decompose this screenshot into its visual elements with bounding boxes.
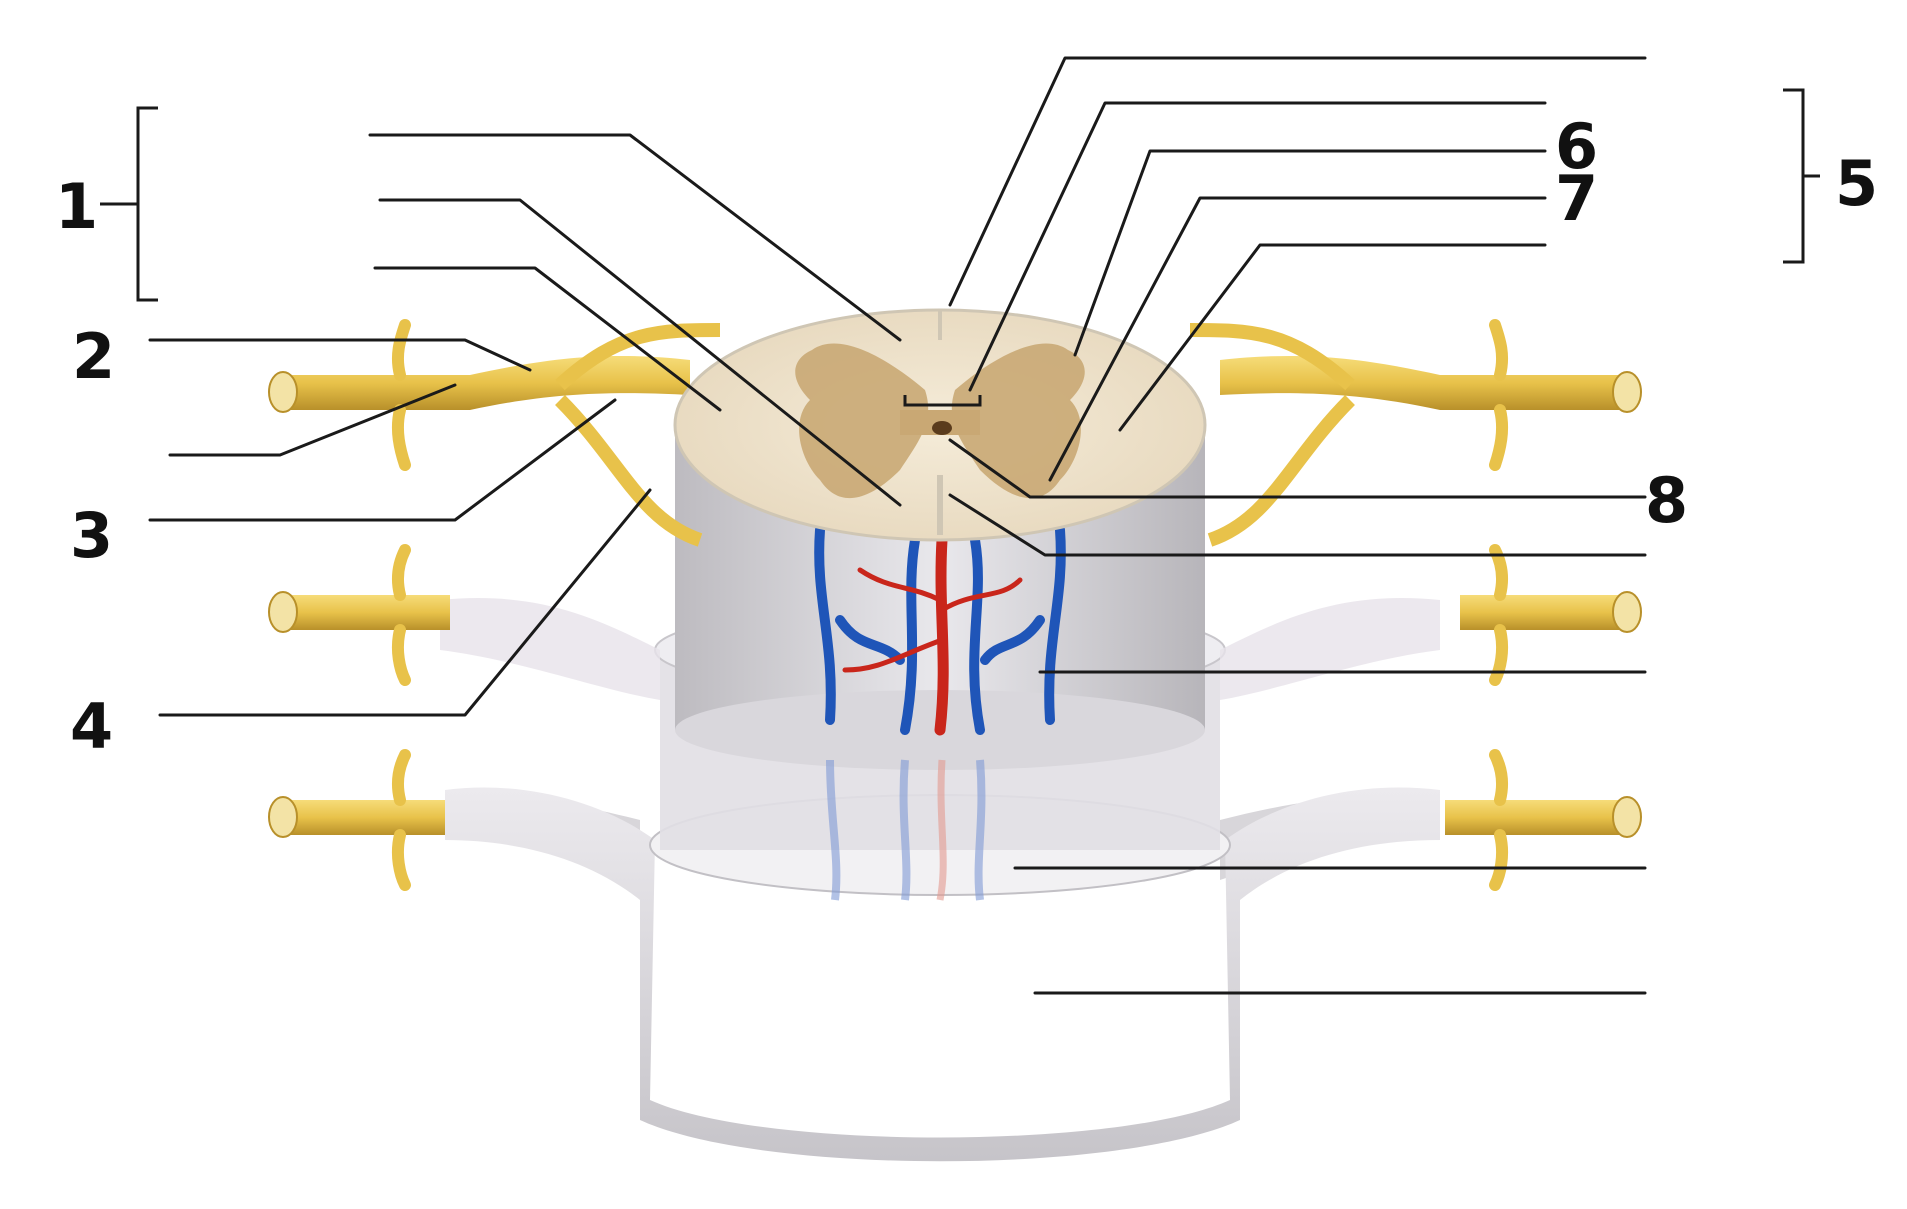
label-7: 7 <box>1555 162 1598 235</box>
label-1: 1 <box>55 170 98 243</box>
gray-matter <box>795 343 1085 499</box>
cord-cross-section <box>673 308 1207 542</box>
spinal-nerves <box>268 319 1642 891</box>
label-4: 4 <box>70 690 113 763</box>
leader-lines-right <box>948 56 1647 995</box>
label-6: 6 <box>1555 110 1598 183</box>
label-5: 5 <box>1835 147 1878 220</box>
central-canal <box>932 421 952 435</box>
label-2: 2 <box>72 320 115 393</box>
bracket-right <box>1783 88 1820 264</box>
label-8: 8 <box>1645 464 1688 537</box>
bracket-left <box>100 106 158 302</box>
label-3: 3 <box>70 499 113 572</box>
leader-lines-left <box>148 133 902 717</box>
